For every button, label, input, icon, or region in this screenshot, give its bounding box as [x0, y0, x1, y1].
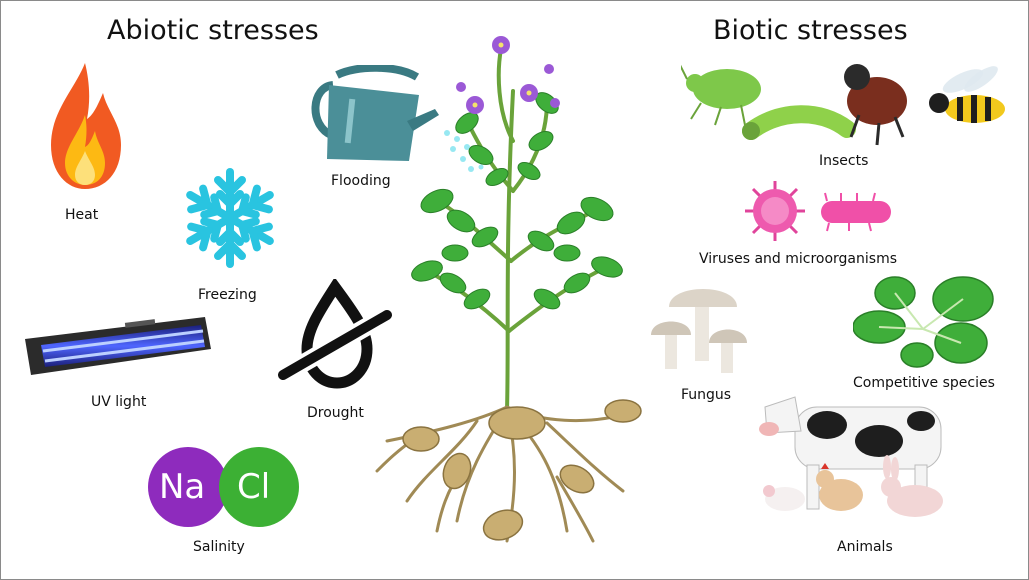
abiotic-title: Abiotic stresses [107, 15, 319, 46]
wasp-icon [929, 62, 1005, 123]
uv-light-label: UV light [91, 394, 146, 410]
fungus-label: Fungus [681, 387, 731, 403]
chlorine-symbol: Cl [237, 467, 270, 507]
aphid-icon [681, 63, 761, 125]
animals-icon [755, 387, 959, 525]
insects-label: Insects [819, 153, 868, 169]
potato-plant-illustration [357, 31, 663, 571]
freezing-label: Freezing [198, 287, 257, 303]
uv-lamp-icon [21, 313, 215, 381]
flame-icon [45, 59, 125, 193]
insects-icon [681, 53, 1011, 149]
mouse-icon [763, 485, 805, 511]
viruses-label: Viruses and microorganisms [699, 251, 897, 267]
drought-label: Drought [307, 405, 364, 421]
salinity-label: Salinity [193, 539, 245, 555]
chicken-icon [816, 463, 863, 511]
virus-bacteria-icon [743, 179, 903, 243]
snowflake-icon [181, 165, 279, 271]
mushroom-icon [647, 277, 753, 379]
biotic-title: Biotic stresses [713, 15, 908, 46]
animals-label: Animals [837, 539, 893, 555]
beetle-icon [844, 64, 907, 145]
weed-plant-icon [853, 269, 1003, 373]
sodium-symbol: Na [159, 467, 205, 507]
caterpillar-icon [742, 114, 847, 140]
heat-label: Heat [65, 207, 98, 223]
